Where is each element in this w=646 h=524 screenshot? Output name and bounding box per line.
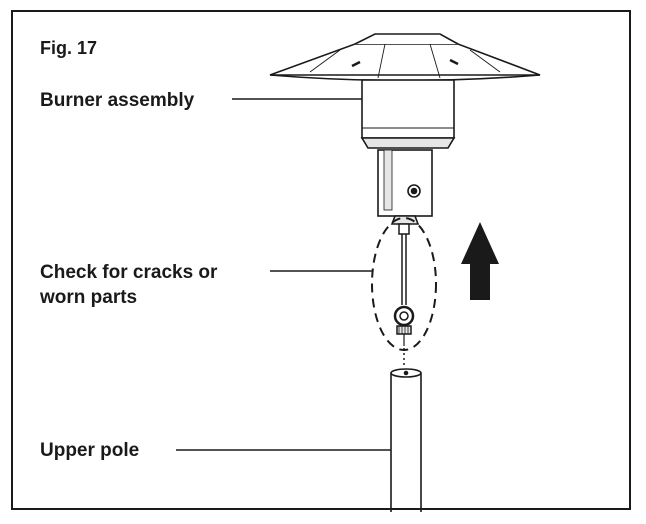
- upper-pole: [390, 368, 422, 512]
- control-box: [377, 149, 433, 225]
- arrow-up-icon: [461, 222, 499, 300]
- check-parts-label-line-2: worn parts: [40, 287, 138, 308]
- figure-title: Fig. 17: [40, 38, 98, 58]
- reflector-shield: [269, 33, 541, 82]
- check-parts-label: Check for cracks or worn parts: [40, 260, 217, 310]
- upper-pole-label: Upper pole: [40, 440, 140, 461]
- gas-connector: [393, 223, 415, 346]
- figure-frame: [11, 10, 631, 510]
- check-parts-label-line-1: Check for cracks or: [40, 262, 218, 283]
- burner-housing: [360, 79, 456, 149]
- burner-assembly-label: Burner assembly: [40, 90, 195, 111]
